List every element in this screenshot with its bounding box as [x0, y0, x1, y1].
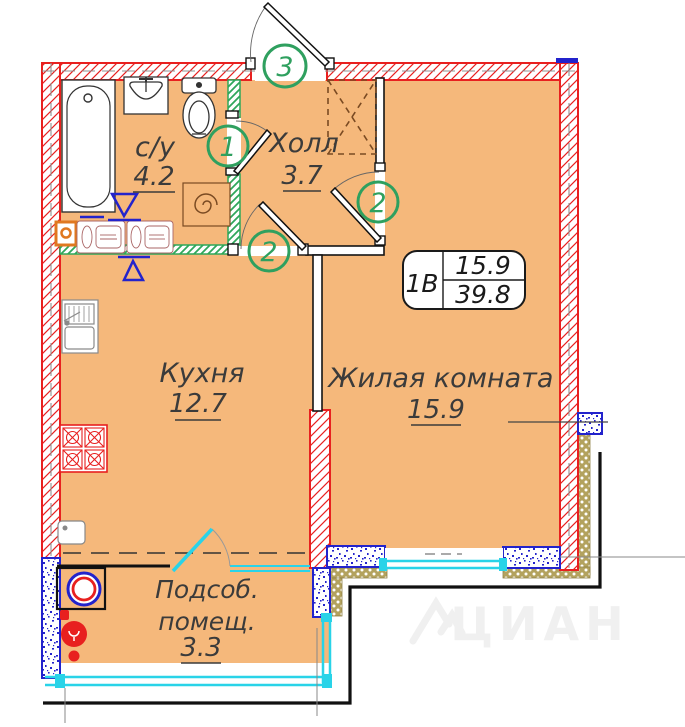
washing-machine-icon	[76, 220, 126, 254]
bathtub-icon	[61, 79, 116, 213]
closet-wall	[375, 77, 385, 167]
utility-door-arc	[211, 528, 231, 567]
door-tags	[206, 43, 400, 273]
door-tag-bathroom: 1	[219, 132, 236, 163]
door-tag-circle-entry	[262, 43, 308, 89]
door-tag-circle-living	[356, 180, 400, 224]
plumbing-riser-icon	[60, 610, 87, 662]
door-tag-entry: 3	[276, 52, 293, 83]
door-tag-kitchen: 2	[260, 237, 277, 268]
doors	[171, 1, 383, 573]
hall-area: 3.7	[281, 161, 323, 191]
living-window	[379, 548, 507, 571]
wall-mid-red	[309, 409, 331, 569]
unit-type: 1В	[405, 269, 438, 298]
utility-door-leaf	[171, 527, 214, 573]
washer-drum-icon	[66, 571, 102, 607]
bathroom-area: 4.2	[133, 162, 174, 192]
cabinet-icon	[126, 220, 174, 254]
living-door-leaf	[329, 186, 383, 244]
unit-info-table: 1В 15.9 39.8	[402, 250, 526, 310]
living-area: 15.9	[407, 395, 465, 425]
toilet-icon	[181, 77, 217, 139]
wash-basin-icon	[123, 76, 169, 115]
kitchen-label: Кухня	[159, 358, 244, 389]
living-label: Жилая комната	[327, 363, 554, 394]
reference-lines	[64, 421, 685, 723]
door-tag-circle-bathroom	[206, 124, 250, 168]
utility-glazing	[45, 565, 332, 688]
door-tag-living: 2	[369, 188, 386, 219]
door-tag-circle-kitchen	[247, 229, 291, 273]
entry-door-leaf	[262, 1, 331, 68]
utility-area: 3.3	[180, 633, 221, 663]
utility-label-1: Подсоб.	[155, 575, 259, 604]
watermark-text: ЦИАН	[450, 597, 629, 651]
bathroom-door-leaf	[232, 128, 273, 176]
gas-stove-icon	[59, 424, 108, 473]
watermark: ЦИАН	[409, 596, 629, 651]
electrical-panel-icon	[54, 220, 78, 247]
entry-door-arc	[250, 5, 267, 63]
hall-label: Холл	[267, 128, 339, 159]
balcony-outline	[43, 452, 602, 705]
ventilation-spiral-icon	[182, 182, 231, 227]
utility-label-2: помещ.	[158, 607, 255, 636]
blue-corner-mark	[556, 58, 578, 63]
utility-counter	[55, 564, 170, 611]
kitchen-sink-icon	[61, 299, 99, 354]
kitchen-door-leaf	[257, 200, 308, 252]
unit-total-area: 39.8	[455, 280, 511, 309]
door-openings	[227, 62, 385, 256]
small-sink-icon	[57, 520, 86, 545]
wardrobe-cross-icon	[327, 79, 377, 155]
bathroom-label: с/у	[135, 132, 176, 163]
unit-living-area: 15.9	[455, 251, 511, 280]
kitchen-area: 12.7	[169, 389, 227, 419]
kitchen-living-wall	[312, 254, 323, 412]
hall-bottom-wall	[305, 245, 385, 256]
water-tap-triangle-icon	[80, 192, 150, 282]
